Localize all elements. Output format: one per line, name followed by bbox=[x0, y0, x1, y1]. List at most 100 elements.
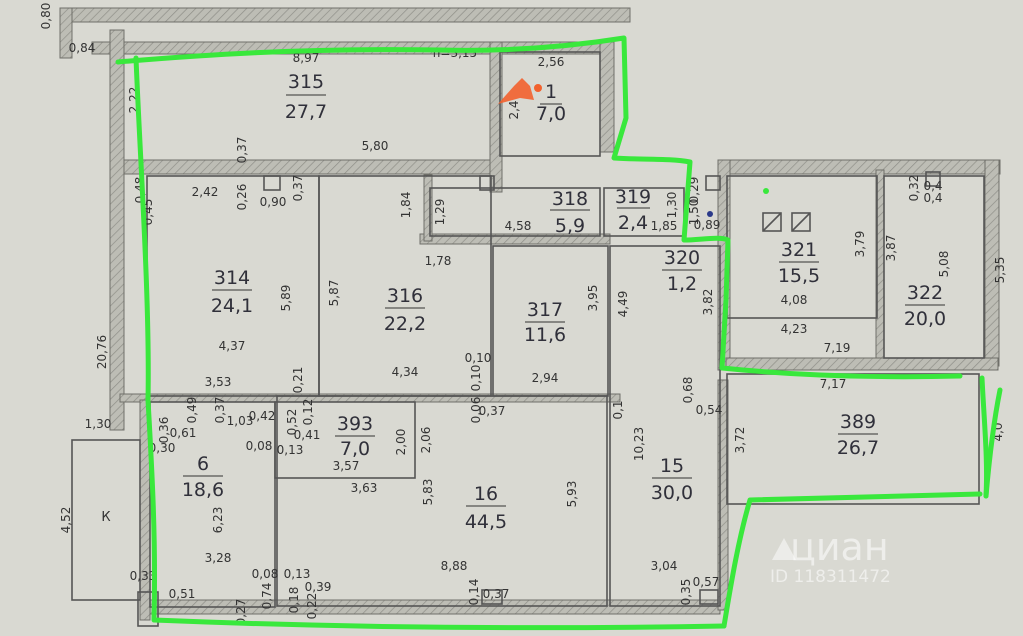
dimension-label: 0,89 bbox=[694, 218, 721, 232]
dimension-label: 0,37 bbox=[483, 587, 510, 601]
k-label: К bbox=[101, 510, 110, 525]
dimension-label: 0,13 bbox=[277, 443, 304, 457]
dimension-label: 0,21 bbox=[291, 367, 305, 394]
room-area: 15,5 bbox=[778, 265, 820, 287]
dimension-label: 0,10 bbox=[469, 365, 483, 392]
dimension-label: 0,42 bbox=[249, 409, 276, 423]
dimension-label: 4,52 bbox=[59, 507, 73, 534]
room-area: 18,6 bbox=[182, 479, 224, 501]
watermark-brand: циан bbox=[790, 525, 889, 569]
dimension-label: 5,80 bbox=[362, 139, 389, 153]
room-number: 320 bbox=[664, 247, 700, 269]
dimension-label: 8,88 bbox=[441, 559, 468, 573]
room-area: 44,5 bbox=[465, 511, 507, 533]
room-number: 318 bbox=[552, 188, 588, 210]
dimension-label: 0,37 bbox=[213, 397, 227, 424]
dimension-label: 0,39 bbox=[305, 580, 332, 594]
dimension-label: 5,35 bbox=[993, 257, 1007, 284]
dimension-label: 0,27 bbox=[234, 599, 248, 626]
dimension-label: 7,17 bbox=[820, 377, 847, 391]
dimension-label: 2,42 bbox=[192, 185, 219, 199]
dimension-label: 1,78 bbox=[425, 254, 452, 268]
green-dot bbox=[763, 188, 769, 194]
dimension-label: 10,23 bbox=[632, 427, 646, 461]
dimension-label: 3,72 bbox=[733, 427, 747, 454]
dimension-label: 0,54 bbox=[696, 403, 723, 417]
green-outline bbox=[115, 35, 1003, 631]
dimension-label: 0,37 bbox=[291, 175, 305, 202]
room-number: 314 bbox=[214, 267, 250, 289]
dimension-label: 1,84 bbox=[399, 192, 413, 219]
dimension-label: 4,58 bbox=[505, 219, 532, 233]
blue-dot bbox=[707, 211, 713, 217]
dimension-label: 7,19 bbox=[824, 341, 851, 355]
dimension-label: 4,34 bbox=[392, 365, 419, 379]
dimension-label: 2,94 bbox=[532, 371, 559, 385]
dimension-label: 5,89 bbox=[279, 285, 293, 312]
walls bbox=[59, 7, 1001, 621]
dimension-label: 0,33 bbox=[130, 569, 157, 583]
dimension-label: 5,83 bbox=[421, 479, 435, 506]
dimension-label: 0,30 bbox=[149, 441, 176, 455]
dimension-label: 1,03 bbox=[227, 414, 254, 428]
dimension-label: 1,30 bbox=[665, 192, 679, 219]
dimension-label: 0,35 bbox=[679, 579, 693, 606]
watermark-id: ID 118311472 bbox=[770, 567, 891, 587]
room-area: 22,2 bbox=[384, 313, 426, 335]
dimension-label: 4,37 bbox=[219, 339, 246, 353]
dimension-label: 0,37 bbox=[235, 137, 249, 164]
dimension-label: 0,57 bbox=[693, 575, 720, 589]
dimension-label: 2,4 bbox=[507, 100, 521, 119]
dimension-label: 5,93 bbox=[565, 481, 579, 508]
room-number: 6 bbox=[197, 453, 209, 475]
room-area: 26,7 bbox=[837, 437, 879, 459]
room-number: 393 bbox=[337, 413, 373, 435]
dimension-label: 8,97 bbox=[293, 51, 320, 65]
dimension-labels-horizontal: 0,84 8,97 2,56 5,80 2,42 0,90 4,58 1,85 … bbox=[69, 41, 943, 601]
dimension-label: 4,08 bbox=[781, 293, 808, 307]
dimension-label: 0,1 bbox=[611, 400, 625, 419]
dimension-label: 3,95 bbox=[586, 285, 600, 312]
dimension-label: 0,26 bbox=[235, 184, 249, 211]
dimension-label: 0,14 bbox=[467, 579, 481, 606]
dimension-labels-vertical: 0,80 2,22 0,37 0,26 0,37 0,48 0,45 1,84 … bbox=[39, 3, 1007, 626]
dimension-label: 0,61 bbox=[170, 426, 197, 440]
room-number: 316 bbox=[387, 285, 423, 307]
dimension-label: 2,00 bbox=[394, 429, 408, 456]
dimension-label: 0,90 bbox=[260, 195, 287, 209]
room-number: 315 bbox=[288, 71, 324, 93]
dimension-label: 1,30 bbox=[85, 417, 112, 431]
room-area: 2,4 bbox=[618, 212, 648, 234]
dimension-label: 0,37 bbox=[479, 404, 506, 418]
dimension-label: 4,49 bbox=[616, 291, 630, 318]
dimension-label: 0,32 bbox=[907, 175, 921, 202]
dimension-label: 0,06 bbox=[469, 397, 483, 424]
room-1: 17,0 bbox=[536, 81, 566, 125]
dimension-label: 0,74 bbox=[260, 583, 274, 610]
dimension-label: 0,49 bbox=[185, 397, 199, 424]
dimension-label: 3,63 bbox=[351, 481, 378, 495]
dimension-label: 3,87 bbox=[884, 235, 898, 262]
dimension-label: 20,76 bbox=[95, 335, 109, 369]
room-number: 1 bbox=[545, 81, 557, 103]
dimension-label: 1,50 bbox=[687, 199, 701, 226]
room-area: 7,0 bbox=[536, 103, 566, 125]
dimension-label: 0,84 bbox=[69, 41, 96, 55]
room-number: 16 bbox=[474, 483, 498, 505]
dimension-label: 0,4 bbox=[923, 179, 942, 193]
dimension-label: 0,18 bbox=[287, 587, 301, 614]
room-area: 30,0 bbox=[651, 482, 693, 504]
room-area: 7,0 bbox=[340, 438, 370, 460]
